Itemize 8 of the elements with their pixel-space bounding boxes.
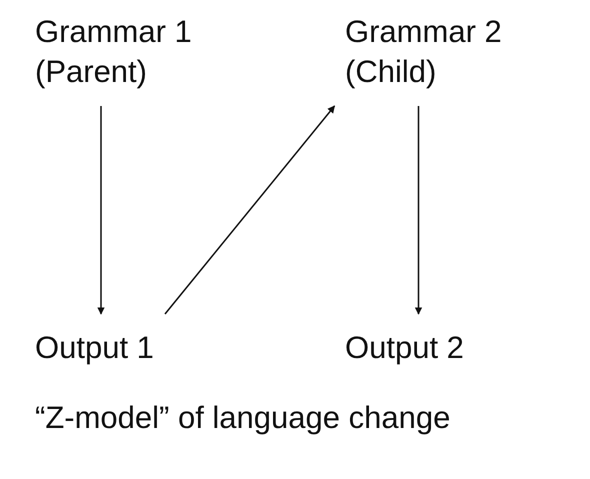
arrow (164, 105, 336, 314)
arrow (97, 106, 105, 315)
node-label: Output 1 (35, 328, 235, 368)
node-label: Grammar 1 (Parent) (35, 12, 235, 92)
node-label: Grammar 2 (Child) (345, 12, 555, 92)
node-label: Output 2 (345, 328, 555, 368)
caption: “Z-model” of language change (35, 399, 450, 437)
arrow (414, 106, 422, 315)
